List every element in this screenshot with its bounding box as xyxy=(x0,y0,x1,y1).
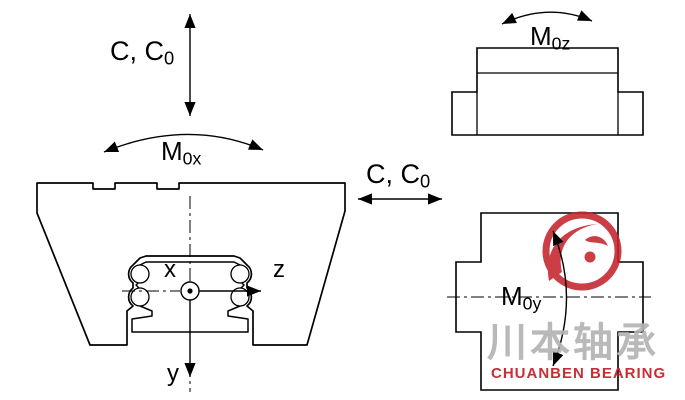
label-subscript: 0z xyxy=(551,33,571,54)
ball-bearing-lower-left xyxy=(130,287,150,307)
x-axis-label: x xyxy=(164,256,176,283)
x-axis-origin-dot xyxy=(187,288,193,294)
y-axis-label: y xyxy=(167,360,179,387)
label-subscript: 0x xyxy=(182,148,202,169)
ball-bearing-upper-right xyxy=(230,264,250,284)
horizontal-load-label: C, C0 xyxy=(366,161,430,191)
carriage-block-outline xyxy=(36,182,346,346)
label-text: M xyxy=(161,136,183,166)
label-text: M xyxy=(530,21,552,51)
label-subscript: 0y xyxy=(522,293,542,314)
top-view-outline xyxy=(451,47,644,136)
watermark-english-name: CHUANBEN BEARING xyxy=(491,365,667,382)
moment-x-label: M0x xyxy=(161,138,201,168)
label-text: C, C xyxy=(366,159,420,189)
label-text: M xyxy=(501,281,523,311)
ball-bearing-upper-left xyxy=(130,264,150,284)
logo-dot xyxy=(584,251,596,263)
moment-z-label: M0z xyxy=(530,23,570,53)
moment-y-arc-arrow xyxy=(552,230,568,367)
label-text: C, C xyxy=(110,36,164,66)
chuanben-logo xyxy=(542,211,622,291)
moment-y-label: M0y xyxy=(501,283,541,313)
label-subscript: 0 xyxy=(164,47,175,69)
ball-bearing-lower-right xyxy=(230,287,250,307)
moment-x-arc-arrow xyxy=(103,133,264,153)
logo-bird xyxy=(585,236,608,246)
vertical-load-label: C, C0 xyxy=(110,38,174,68)
top-view-body-edges xyxy=(476,92,619,135)
z-axis-label: z xyxy=(273,256,285,283)
label-subscript: 0 xyxy=(420,170,431,192)
moment-z-arc-arrow xyxy=(501,10,593,25)
watermark-chinese-name: 川本轴承 xyxy=(487,321,659,365)
